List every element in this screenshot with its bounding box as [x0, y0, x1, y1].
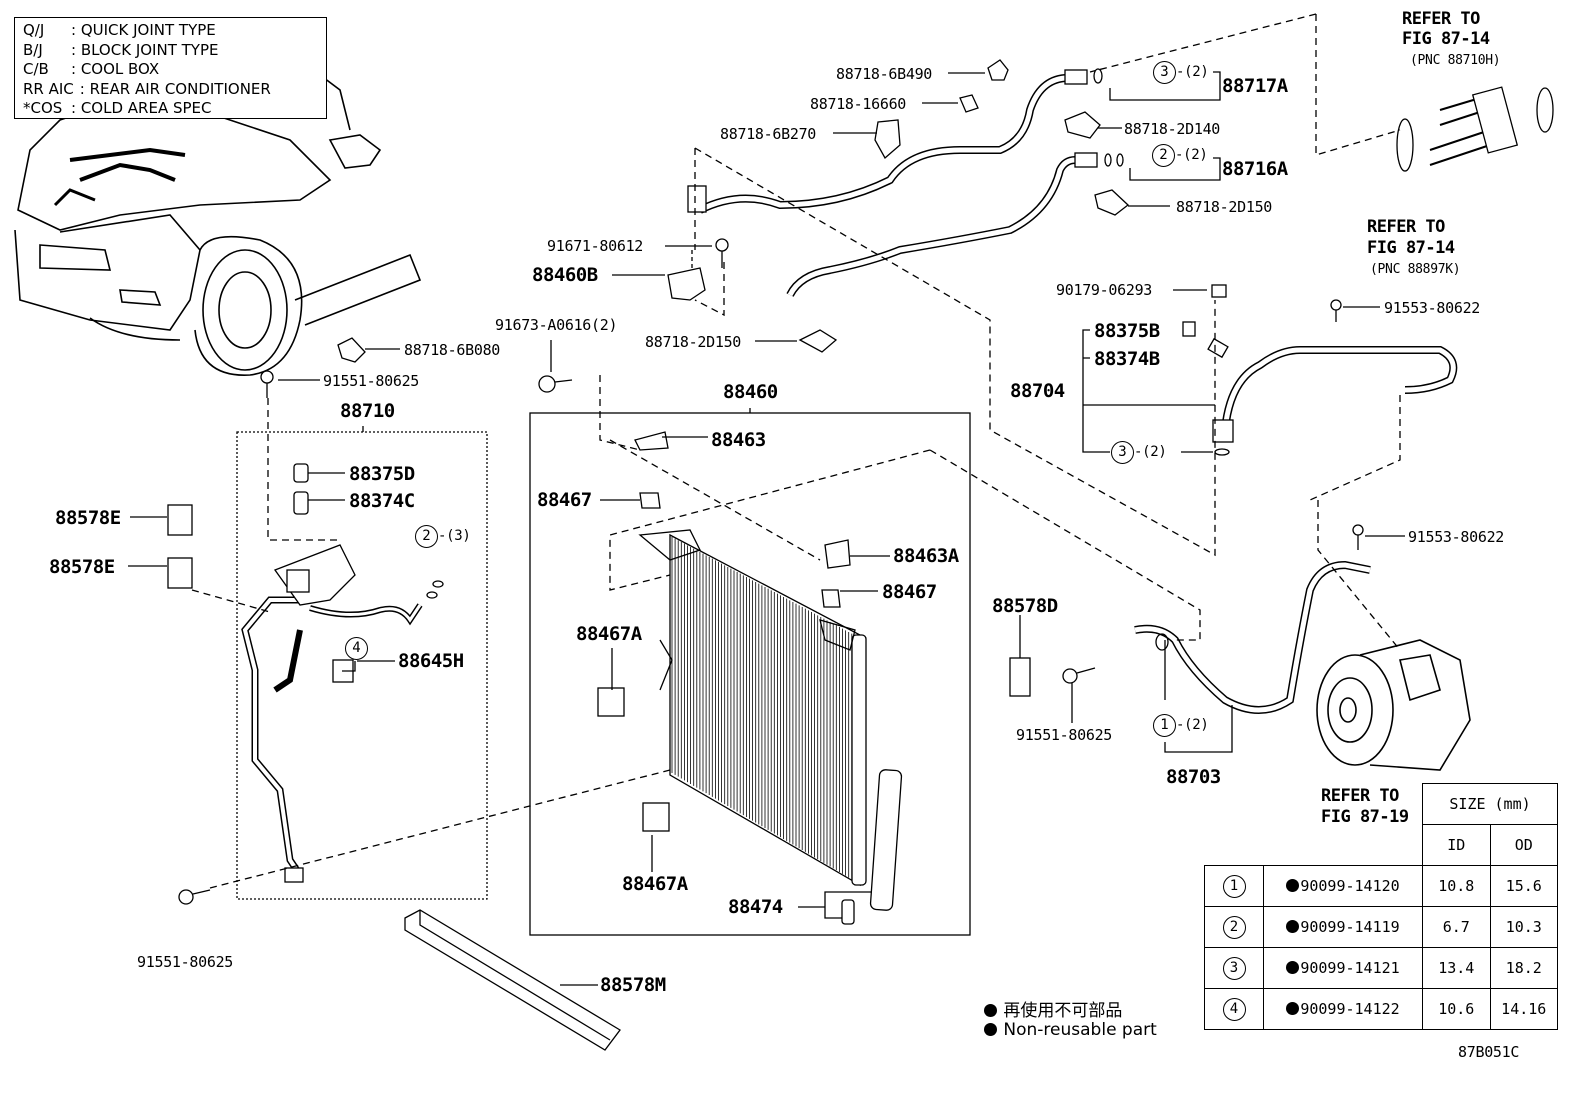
- part-label: 88718-6B490: [836, 65, 933, 83]
- note-en: Non-reusable part: [984, 1020, 1157, 1040]
- part-label: 88716A: [1222, 158, 1288, 180]
- part-label: 88375B: [1094, 320, 1160, 342]
- part-label: 91673-A0616(2): [495, 316, 618, 334]
- part-label: 88710: [340, 400, 395, 422]
- oring-ref: 1-(2): [1153, 714, 1209, 737]
- part-label: 88467: [537, 489, 592, 511]
- pipe-88704: [1182, 284, 1458, 456]
- part-label: 91553-80622: [1384, 299, 1481, 317]
- part-label: 88718-6B080: [404, 341, 501, 359]
- pipe-88703: [1134, 560, 1371, 714]
- part-label: 88460: [723, 381, 778, 403]
- oring-ref: 2-(2): [1152, 144, 1208, 167]
- part-label: 88718-2D150: [1176, 198, 1273, 216]
- oring-ref: 4: [345, 637, 368, 660]
- part-label: 88578E: [49, 556, 115, 578]
- condenser-icon: [597, 431, 903, 925]
- part-label: 90179-06293: [1056, 281, 1153, 299]
- table-row: 4 90099-14122 10.6 14.16: [1204, 988, 1558, 1030]
- pipe-refer-top: [1396, 86, 1554, 172]
- legend-row: B/J: BLOCK JOINT TYPE: [23, 40, 219, 59]
- figure-code: 87B051C: [1458, 1043, 1520, 1061]
- table-row: 2 90099-14119 6.7 10.3: [1204, 906, 1558, 948]
- part-label: 88467A: [622, 873, 688, 895]
- refer-label: REFER TO: [1367, 217, 1445, 237]
- oring-ref: 3-(2): [1111, 441, 1167, 464]
- leader-lines: [128, 71, 1405, 986]
- part-label: 91551-80625: [1016, 726, 1113, 744]
- bar-88578M: [404, 909, 621, 1051]
- part-label: 88704: [1010, 380, 1065, 402]
- table-row: 1 90099-14120 10.8 15.6: [1204, 865, 1558, 907]
- pipe-88717A: [687, 68, 1103, 214]
- part-label: 88718-2D150: [645, 333, 742, 351]
- part-label: 88374B: [1094, 348, 1160, 370]
- group-box-88710: [236, 431, 488, 900]
- part-label: 91551-80625: [137, 953, 234, 971]
- part-label: 88460B: [532, 264, 598, 286]
- part-label: 88645H: [398, 650, 464, 672]
- part-label: 88463A: [893, 545, 959, 567]
- part-label: 88718-2D140: [1124, 120, 1221, 138]
- size-header: SIZE (mm): [1422, 783, 1558, 825]
- refer-pnc: (PNC 88710H): [1410, 53, 1501, 68]
- part-label: 88467: [882, 581, 937, 603]
- legend-row: C/B: COOL BOX: [23, 60, 160, 78]
- bracket-88460B: [667, 238, 729, 301]
- refer-label: FIG 87-19: [1321, 807, 1409, 827]
- dashed-guides: [191, 13, 1401, 889]
- legend-row: RR AIC: REAR AIR CONDITIONER: [23, 79, 271, 98]
- oring-ref: 2-(3): [415, 525, 471, 548]
- table-row: 3 90099-14121 13.4 18.2: [1204, 947, 1558, 989]
- oring-ref: 3-(2): [1153, 61, 1209, 84]
- refer-pnc: (PNC 88897K): [1370, 262, 1461, 277]
- refer-label: FIG 87-14: [1367, 238, 1455, 258]
- part-label: 88718-16660: [810, 95, 907, 113]
- refer-label: FIG 87-14: [1402, 29, 1490, 49]
- part-label: 88474: [728, 896, 783, 918]
- oring-size-table: SIZE (mm) ID OD 1 90099-14120 10.8 15.6 …: [1204, 783, 1558, 1030]
- part-label: 88578E: [55, 507, 121, 529]
- part-label: 88467A: [576, 623, 642, 645]
- refer-label: REFER TO: [1321, 786, 1399, 806]
- col-id: ID: [1422, 824, 1491, 866]
- compressor-icon: [1316, 639, 1471, 771]
- bolt-icons: [178, 299, 1364, 905]
- part-label: 91551-80625: [323, 372, 420, 390]
- refer-label: REFER TO: [1402, 9, 1480, 29]
- part-label: 88717A: [1222, 75, 1288, 97]
- part-label: 88578M: [600, 974, 666, 996]
- pipe-88716A: [786, 152, 1124, 297]
- pipe-88710: [241, 463, 444, 883]
- part-label: 88463: [711, 429, 766, 451]
- part-label: 88374C: [349, 490, 415, 512]
- part-label: 91553-80622: [1408, 528, 1505, 546]
- part-label: 88718-6B270: [720, 125, 817, 143]
- part-label: 88578D: [992, 595, 1058, 617]
- legend-row: *COS: COLD AREA SPEC: [23, 99, 212, 117]
- abbreviation-legend: Q/J: QUICK JOINT TYPE B/J: BLOCK JOINT T…: [14, 17, 327, 119]
- part-label: 88375D: [349, 463, 415, 485]
- part-label: 91671-80612: [547, 237, 644, 255]
- note-jp: 再使用不可部品: [984, 996, 1122, 1021]
- col-od: OD: [1489, 824, 1558, 866]
- part-label: 88703: [1166, 766, 1221, 788]
- legend-row: Q/J: QUICK JOINT TYPE: [23, 21, 216, 39]
- clamp-icons: [337, 59, 1130, 363]
